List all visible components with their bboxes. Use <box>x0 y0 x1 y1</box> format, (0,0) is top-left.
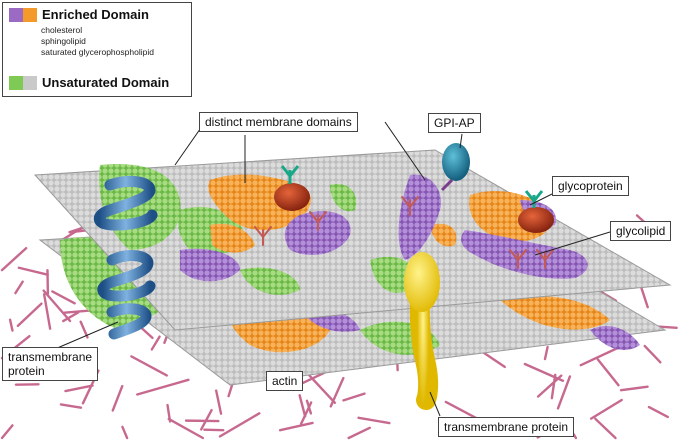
label-distinct-membrane-domains: distinct membrane domains <box>199 112 358 132</box>
gpi-ap-protein <box>440 143 470 192</box>
legend-unsaturated-row: Unsaturated Domain <box>9 75 169 90</box>
legend-item-cholesterol: cholesterol <box>41 25 83 35</box>
label-gpi-ap: GPI-AP <box>428 113 481 133</box>
label-glycoprotein: glycoprotein <box>552 176 629 196</box>
actin-filament <box>594 417 617 440</box>
actin-filament <box>579 346 619 367</box>
actin-filament <box>111 384 124 412</box>
actin-filament <box>62 311 80 323</box>
actin-filament <box>278 421 314 432</box>
actin-filament <box>59 403 83 409</box>
actin-filament <box>121 425 129 440</box>
label-actin: actin <box>266 371 304 391</box>
legend-enriched-title: Enriched Domain <box>42 7 149 22</box>
glycoprotein-right <box>518 190 554 233</box>
transmembrane-helix-lower <box>97 250 156 340</box>
actin-filament <box>639 283 649 309</box>
glycoprotein-left <box>274 165 310 211</box>
unsaturated-green-swatch <box>9 75 23 90</box>
actin-filament <box>643 344 662 364</box>
actin-filament <box>298 394 307 418</box>
actin-filament <box>150 335 161 351</box>
transmembrane-protein-yellow <box>404 252 440 410</box>
actin-filament <box>619 385 649 392</box>
actin-filament <box>550 373 557 400</box>
enriched-orange-swatch <box>23 7 37 22</box>
actin-filament <box>64 384 94 393</box>
actin-filament <box>218 412 261 438</box>
upper-leaflet <box>33 149 672 331</box>
actin-filament <box>200 408 213 431</box>
actin-filament <box>647 405 669 419</box>
glycolipid-glyphs <box>254 196 554 269</box>
actin-filament <box>357 416 391 425</box>
actin-filament <box>167 417 205 440</box>
actin-filament <box>14 280 24 295</box>
actin-filament <box>481 351 506 369</box>
actin-filament <box>589 398 623 420</box>
legend-item-sphingolipid: sphingolipid <box>41 36 86 46</box>
unsaturated-grey-swatch <box>23 75 37 90</box>
actin-filament <box>42 289 72 323</box>
actin-filament <box>214 389 223 415</box>
actin-filament <box>140 327 154 340</box>
actin-filament <box>79 320 89 339</box>
actin-filament <box>536 374 563 398</box>
actin-filament <box>596 358 620 387</box>
label-transmembrane-protein-bottom: transmembrane protein <box>438 417 575 437</box>
legend-unsaturated-title: Unsaturated Domain <box>42 75 170 90</box>
actin-filament <box>16 302 43 328</box>
actin-filament <box>305 399 313 415</box>
label-tm-left-line1: transmembrane <box>8 350 93 364</box>
actin-filament <box>0 247 28 272</box>
actin-filament <box>0 424 14 440</box>
actin-filament <box>347 426 371 440</box>
actin-filament <box>8 318 14 332</box>
actin-filament <box>42 293 52 330</box>
actin-filament <box>136 378 190 396</box>
actin-filament <box>63 309 91 314</box>
legend-enriched-row: Enriched Domain <box>9 7 149 22</box>
legend: Enriched Domain cholesterol sphingolipid… <box>2 2 192 97</box>
enriched-purple-swatch <box>9 7 23 22</box>
actin-filament <box>203 428 225 432</box>
actin-filament <box>543 345 549 361</box>
actin-filament <box>329 376 345 408</box>
legend-item-saturated-glycerophospholipid: saturated glycerophospholipid <box>41 47 154 57</box>
actin-filament <box>51 290 76 305</box>
actin-filament <box>342 392 366 402</box>
label-transmembrane-protein-left: transmembrane protein <box>2 347 99 381</box>
actin-filament <box>556 375 572 410</box>
actin-filament <box>130 355 168 377</box>
actin-filament <box>17 266 49 276</box>
actin-filament <box>523 362 565 382</box>
label-glycolipid: glycolipid <box>610 221 672 241</box>
transmembrane-helix-upper <box>93 175 158 231</box>
label-tm-left-line2: protein <box>8 364 45 378</box>
